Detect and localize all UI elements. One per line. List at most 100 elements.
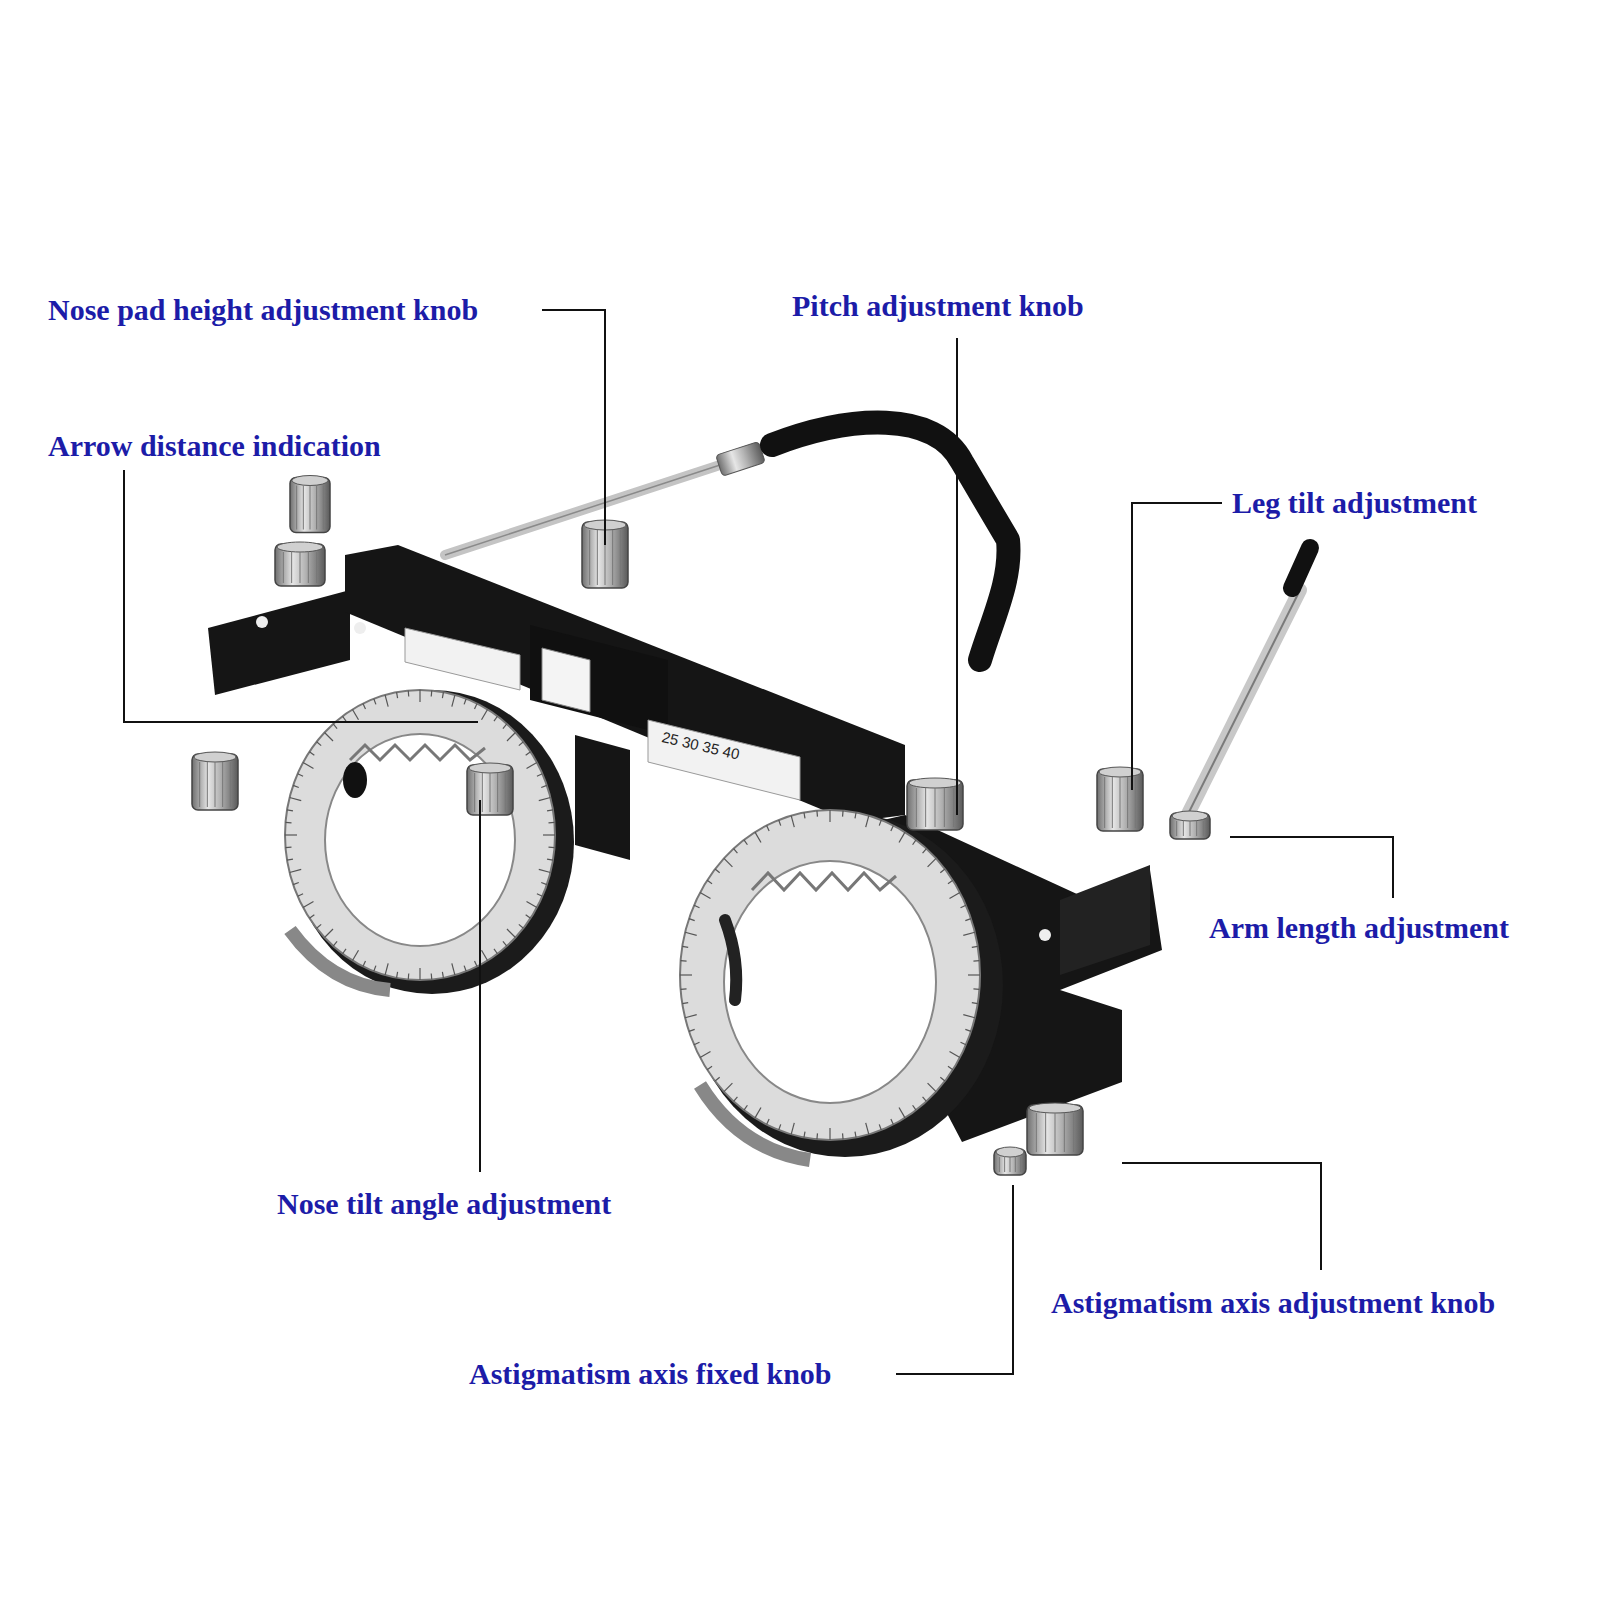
degree-tick <box>965 1029 971 1031</box>
knurl <box>925 788 926 827</box>
degree-tick <box>948 1066 953 1069</box>
knurl <box>1190 821 1191 836</box>
knurl <box>505 773 506 812</box>
degree-tick <box>950 1052 960 1058</box>
degree-tick <box>325 732 333 740</box>
knurl <box>1055 1113 1056 1152</box>
degree-tick <box>287 859 293 860</box>
degree-tick <box>408 973 410 979</box>
adjustment-knob <box>290 476 330 533</box>
knurl <box>1183 821 1184 836</box>
degree-tick <box>286 847 292 849</box>
degree-tick <box>700 1052 710 1058</box>
degree-tick <box>526 752 531 755</box>
degree-tick <box>408 691 410 697</box>
degree-tick <box>779 1124 781 1130</box>
degree-tick <box>682 946 688 947</box>
degree-tick <box>343 716 346 721</box>
part-label: Astigmatism axis adjustment knob <box>1051 1285 1495 1321</box>
degree-tick <box>899 1108 905 1118</box>
degree-tick <box>715 869 720 873</box>
knurl <box>207 762 208 807</box>
knurl <box>1127 777 1128 828</box>
degree-tick <box>317 742 322 746</box>
screw <box>1039 929 1051 941</box>
arm-bracket <box>1060 865 1150 975</box>
degree-ticks <box>285 690 980 1140</box>
left-block <box>208 590 350 695</box>
degree-tick <box>913 1105 916 1110</box>
knurl <box>310 486 311 530</box>
knob-body <box>290 478 330 533</box>
degree-tick <box>694 1042 699 1045</box>
degree-tick <box>685 932 697 935</box>
degree-tick <box>968 974 980 975</box>
knob-top <box>996 1147 1024 1157</box>
part-label: Nose tilt angle adjustment <box>277 1186 611 1222</box>
degree-tick <box>494 949 497 954</box>
knurl <box>1203 821 1204 836</box>
knurl <box>497 773 498 812</box>
degree-tick <box>948 880 953 883</box>
degree-tick <box>791 1123 794 1135</box>
degree-tick <box>950 893 960 899</box>
knurl <box>490 773 491 812</box>
degree-tick <box>419 968 420 980</box>
degree-tick <box>940 869 945 873</box>
knurl <box>953 788 954 827</box>
ring-pin <box>725 920 736 1000</box>
degree-tick <box>503 941 507 946</box>
knurl <box>620 530 621 585</box>
degree-tick <box>298 774 303 777</box>
nose-post <box>575 735 630 860</box>
degree-tick <box>855 1132 856 1138</box>
degree-tick <box>707 880 712 883</box>
degree-tick <box>363 961 366 966</box>
degree-tick <box>961 1042 966 1045</box>
degree-tick <box>527 763 537 769</box>
degree-tick <box>290 797 302 800</box>
degree-tick <box>494 716 497 721</box>
degree-tick <box>527 902 537 908</box>
leader-line <box>956 338 958 815</box>
degree-tick <box>928 1083 936 1091</box>
degree-tick <box>287 810 293 811</box>
knurl <box>1004 1157 1005 1172</box>
knob-top <box>277 542 323 552</box>
knob-top <box>1029 1103 1081 1113</box>
degree-tick <box>537 894 542 897</box>
rod-tip <box>1292 548 1310 588</box>
degree-tick <box>374 966 376 972</box>
part-label: Astigmatism axis fixed knob <box>469 1356 832 1392</box>
degree-tick <box>482 709 488 719</box>
knurl <box>999 1157 1000 1172</box>
knurl <box>291 552 292 583</box>
degree-tick <box>685 1015 697 1018</box>
degree-tick <box>431 691 433 697</box>
knob-top <box>194 752 236 762</box>
knurl <box>1176 821 1177 836</box>
degree-tick <box>715 1077 720 1081</box>
scale-plate <box>405 628 520 690</box>
knurl <box>303 486 304 530</box>
degree-tick <box>298 894 303 897</box>
knurl <box>1073 1113 1074 1152</box>
degree-tick <box>385 695 388 707</box>
knurl <box>283 552 284 583</box>
degree-tick <box>293 883 299 885</box>
degree-tick <box>816 811 818 817</box>
degree-tick <box>804 1132 805 1138</box>
degree-tick <box>804 813 805 819</box>
degree-tick <box>744 1105 747 1110</box>
ring-pin <box>343 762 367 798</box>
degree-tick <box>879 1124 881 1130</box>
degree-tick <box>507 929 515 937</box>
degree-tick <box>507 732 515 740</box>
frame-body <box>192 423 1310 1175</box>
degree-tick <box>539 797 551 800</box>
knurl <box>1104 777 1105 828</box>
knurl <box>916 788 917 827</box>
leader-line <box>1230 837 1393 898</box>
degree-tick <box>519 742 524 746</box>
degree-tick <box>541 785 547 787</box>
